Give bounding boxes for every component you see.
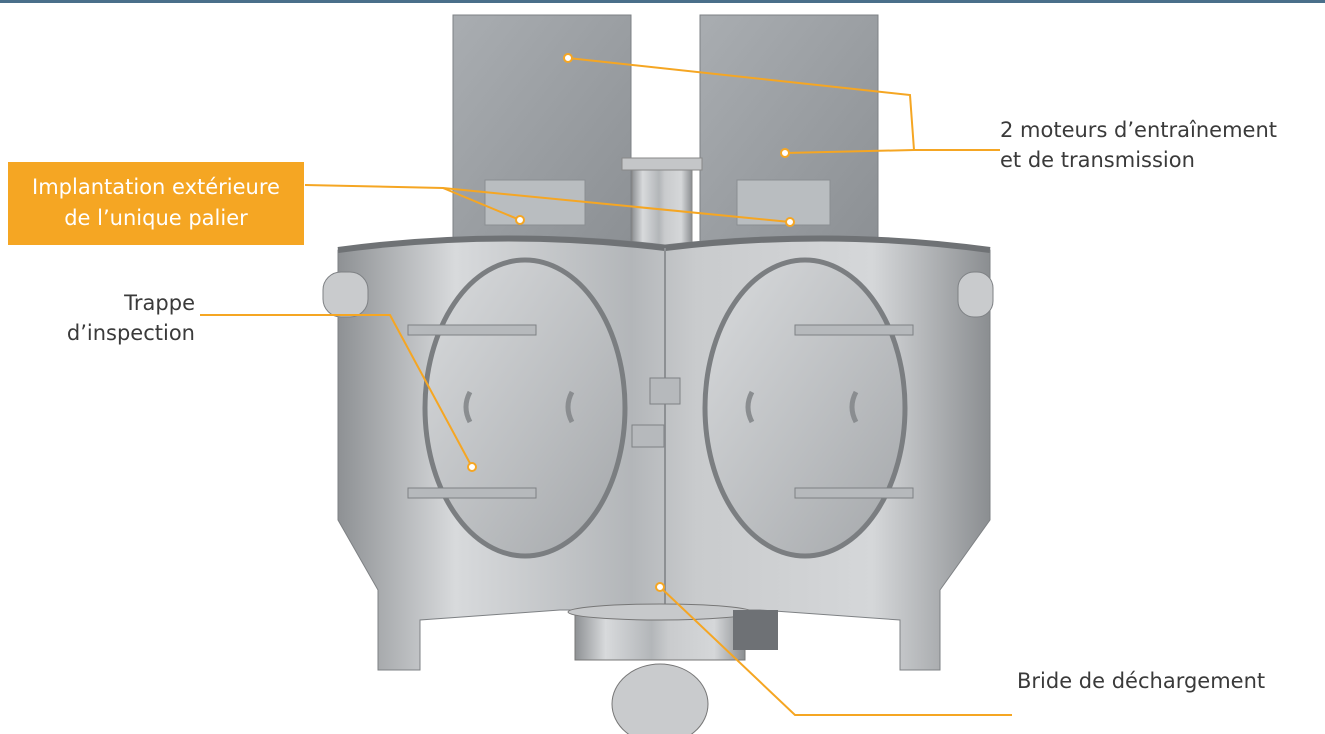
inspection-door-left — [422, 257, 628, 559]
central-pipe — [631, 159, 693, 246]
top-accent-bar — [0, 0, 1325, 3]
motor-housing-left — [452, 14, 632, 246]
label-drive-motors: 2 moteurs d’entraînement et de transmiss… — [1000, 115, 1277, 175]
label-external-bearing: Implantation extérieure de l’unique pali… — [8, 162, 304, 245]
label-line: 2 moteurs d’entraînement — [1000, 118, 1278, 142]
label-inspection-hatch: Trappe d’inspection — [48, 288, 195, 348]
label-line: et de transmission — [1000, 148, 1195, 172]
label-discharge-flange: Bride de déchargement — [1017, 669, 1266, 693]
discharge-flange — [567, 603, 778, 734]
label-line: de l’unique palier — [64, 206, 248, 230]
inspection-door-right — [702, 257, 908, 559]
label-line: d’inspection — [66, 321, 195, 345]
label-line: Implantation extérieure — [32, 175, 280, 199]
motor-housing-right — [699, 14, 879, 246]
label-line: Trappe — [124, 291, 195, 315]
